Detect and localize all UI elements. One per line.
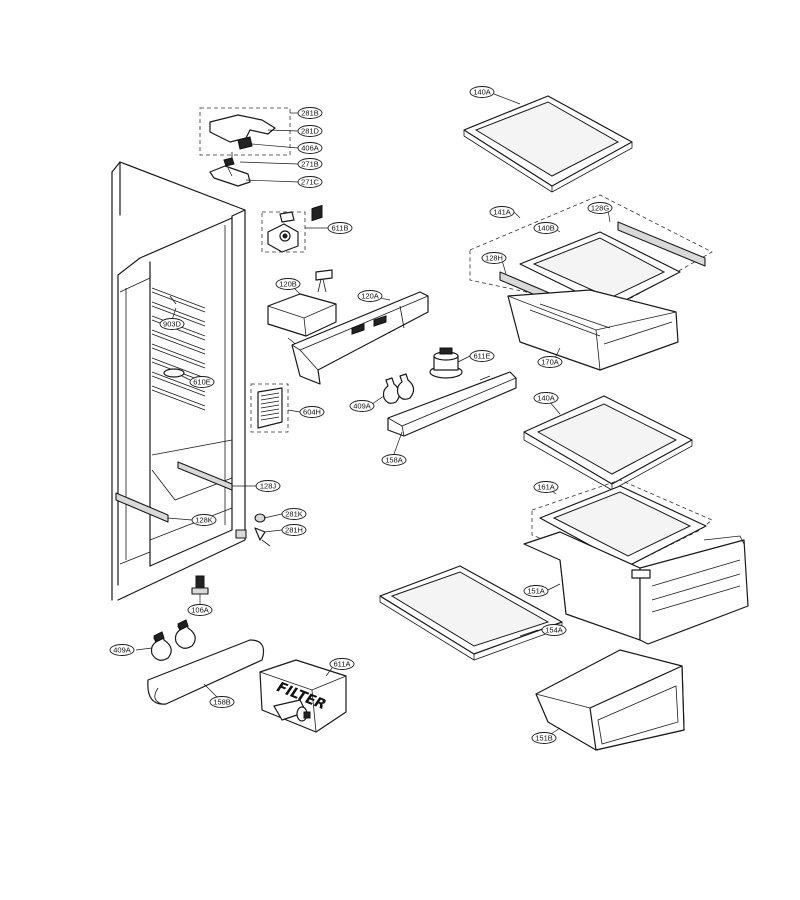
tag-154a: 154A (541, 624, 567, 636)
svg-text:140A: 140A (537, 394, 555, 403)
tag-170a: 170A (537, 356, 563, 368)
tag-281k: 281K (281, 508, 307, 520)
refrigerator-cabinet (111, 161, 271, 601)
tag-406a: 406A (297, 142, 323, 154)
tag-271b: 271B (297, 158, 323, 170)
tag-604h: 604H (299, 406, 325, 418)
tag-161a: 161A (533, 481, 559, 493)
bottom-drawer (535, 649, 685, 751)
shelf-assembly-group (469, 194, 713, 371)
svg-text:128H: 128H (485, 254, 503, 263)
svg-text:611E: 611E (474, 352, 491, 361)
tag-281h: 281H (281, 524, 307, 536)
tag-128g: 128G (587, 202, 613, 214)
damper-cover-assembly (199, 107, 291, 160)
svg-text:611A: 611A (334, 660, 351, 669)
tag-409a-lower: 409A (109, 644, 135, 656)
svg-text:128G: 128G (591, 204, 610, 213)
tag-281d: 281D (297, 125, 323, 137)
light-assembly-small (163, 295, 185, 378)
svg-text:151A: 151A (527, 587, 545, 596)
svg-text:151B: 151B (535, 734, 553, 743)
svg-text:281K: 281K (285, 510, 303, 519)
tag-128k: 128K (191, 514, 217, 526)
tag-128j: 128J (255, 480, 281, 492)
glass-shelf-top (463, 95, 633, 193)
tag-610e: 610E (189, 376, 215, 388)
tag-903d: 903D (159, 318, 185, 330)
light-bulbs-lower (150, 619, 196, 661)
svg-text:409A: 409A (113, 646, 131, 655)
tag-409a-middle: 409A (349, 400, 375, 412)
callout-tags: 281B 281D 406A 271B 271C 611B 120B 120A … (109, 86, 613, 744)
svg-text:611B: 611B (332, 224, 349, 233)
bolt (191, 575, 209, 595)
damper-bracket (209, 157, 251, 187)
svg-text:128J: 128J (260, 482, 277, 491)
duct-housing (291, 291, 429, 385)
svg-text:140B: 140B (537, 224, 555, 233)
svg-text:610E: 610E (193, 378, 211, 387)
tag-611b: 611B (327, 222, 353, 234)
tag-281b: 281B (297, 107, 323, 119)
tag-611a: 611A (329, 658, 355, 670)
svg-text:158B: 158B (213, 698, 231, 707)
fan-motor-bracket (261, 211, 306, 253)
svg-text:903D: 903D (163, 320, 182, 329)
svg-text:604H: 604H (303, 408, 321, 417)
tag-106a: 106A (187, 604, 213, 616)
svg-text:158A: 158A (385, 456, 403, 465)
svg-text:170A: 170A (541, 358, 559, 367)
tag-120a: 120A (357, 290, 383, 302)
svg-text:281D: 281D (301, 127, 320, 136)
damper-knob (254, 513, 266, 523)
svg-text:281B: 281B (301, 109, 319, 118)
tag-140a-top: 140A (469, 86, 495, 98)
tag-141a: 141A (489, 206, 515, 218)
svg-text:271B: 271B (301, 160, 319, 169)
tag-151b: 151B (531, 732, 557, 744)
svg-text:161A: 161A (537, 483, 555, 492)
tag-611e: 611E (469, 350, 495, 362)
lamp-cover-middle (387, 371, 517, 437)
drawer-cover-and-drawer (523, 479, 749, 645)
control-box (267, 204, 337, 347)
svg-text:409A: 409A (353, 402, 371, 411)
tag-140b: 140B (533, 222, 559, 234)
svg-text:140A: 140A (473, 88, 491, 97)
lamp-cover-lower (147, 639, 265, 705)
svg-text:154A: 154A (545, 626, 563, 635)
pan-cover (379, 565, 563, 661)
svg-text:271C: 271C (301, 178, 320, 187)
callout-leaders (135, 93, 611, 737)
air-grille (250, 383, 289, 433)
tag-158b: 158B (209, 696, 235, 708)
light-bulbs-middle (382, 373, 415, 404)
tag-120b: 120B (275, 278, 301, 290)
filter-head (429, 347, 463, 379)
water-filter-box: FILTER (259, 659, 347, 733)
glass-shelf-middle (523, 395, 693, 491)
tag-271c: 271C (297, 176, 323, 188)
tag-128h: 128H (481, 252, 507, 264)
svg-text:128K: 128K (195, 516, 213, 525)
tag-140a-middle: 140A (533, 392, 559, 404)
svg-text:120B: 120B (279, 280, 297, 289)
tag-158a: 158A (381, 454, 407, 466)
svg-text:281H: 281H (285, 526, 303, 535)
shelf-rails (151, 287, 206, 411)
svg-text:406A: 406A (301, 144, 319, 153)
svg-text:106A: 106A (191, 606, 209, 615)
tag-151a: 151A (523, 585, 549, 597)
svg-text:120A: 120A (361, 292, 379, 301)
svg-text:141A: 141A (493, 208, 511, 217)
